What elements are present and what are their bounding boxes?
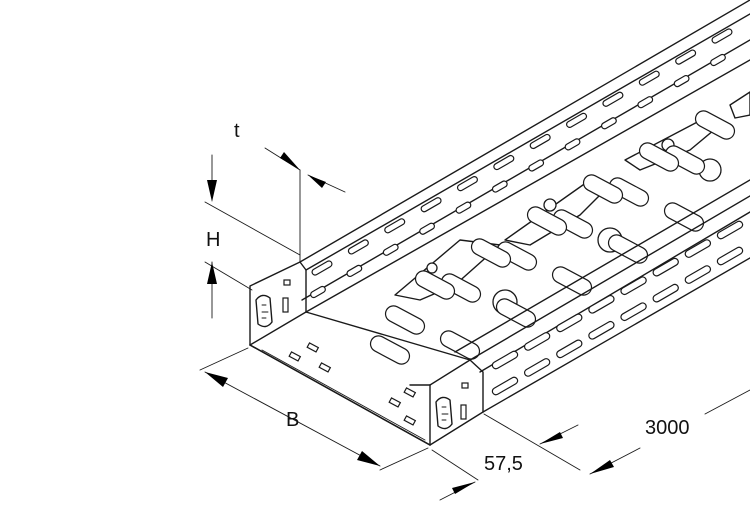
floor-oval-slot [414,270,456,300]
floor-oval-slot [552,209,594,239]
floor-oval-slots [369,110,736,365]
back-wall-slot [311,260,333,276]
back-wall-slot [346,264,363,278]
back-wall-slot [602,91,624,107]
back-wall-slots [310,28,733,299]
front-wall-slot [684,239,712,258]
front-wall-slot [716,220,744,240]
back-wall-slot [420,197,442,213]
floor-edge-slots [288,342,417,426]
floor-oval-slot [663,202,705,232]
dim-length [589,389,750,475]
back-wall-slot [529,133,551,150]
floor-oval-slot [664,145,706,175]
back-wall-slot [637,96,654,109]
back-wall-slot [528,159,545,172]
front-wall-slot [716,246,744,266]
end-profile [249,261,484,446]
front-wall-slots [491,220,744,396]
label-height: H [206,229,221,251]
back-wall-slot [456,176,478,192]
front-wall-slot [491,376,519,396]
back-wall-slot [673,74,690,88]
back-wall-slot [600,117,617,130]
back-wall-slot [564,138,581,151]
label-edge-offset: 57,5 [484,453,523,475]
front-wall-slot [652,257,679,277]
end-coupler-left [255,279,291,328]
tray-floor [249,311,471,446]
floor-oval-slot [551,266,593,296]
back-wall-slot [711,28,733,44]
back-wall-slot [491,180,508,193]
dim-edge-offset [431,413,581,501]
label-length: 3000 [645,417,690,439]
end-coupler-right [435,382,469,430]
floor-oval-slot [440,273,482,303]
back-wall-slot [419,222,436,235]
floor-oval-slot [694,110,736,140]
back-wall-slot [638,70,660,86]
back-wall-slot [566,112,588,128]
back-wall-slot [382,243,399,256]
floor-oval-slot [608,177,650,207]
front-wall-slot [620,276,647,296]
back-wall-slot [710,53,726,67]
dim-height [204,154,301,319]
front-wall-slot [556,313,583,333]
floor-oval-slot [638,142,680,172]
floor-oval-slot [582,174,624,204]
dim-width [199,347,429,471]
label-thickness: t [234,120,240,142]
back-side-wall [299,0,750,313]
front-wall-slot [556,339,583,359]
back-wall-slot [310,285,326,299]
floor-oval-slot [607,234,649,264]
front-wall-slot [523,358,551,377]
front-wall-slot [523,332,551,351]
back-wall-slot [493,154,515,171]
front-wall-slot [684,265,712,284]
back-wall-slot [384,218,406,234]
front-wall-slot [491,350,519,370]
back-wall-slot [455,201,472,214]
back-wall-slot [675,49,697,65]
front-wall-slot [588,294,615,314]
floor-oval-slot [470,238,512,268]
front-wall-slot [620,302,647,322]
floor-oval-slot [384,305,426,335]
floor-oval-slot [526,206,568,236]
dim-thickness [264,147,346,263]
label-width: B [286,409,300,431]
floor-oval-slot [496,241,538,271]
floor-oval-slot [369,335,411,365]
front-wall-slot [652,283,679,303]
back-wall-slot [347,239,369,255]
front-wall-slot [588,320,615,340]
